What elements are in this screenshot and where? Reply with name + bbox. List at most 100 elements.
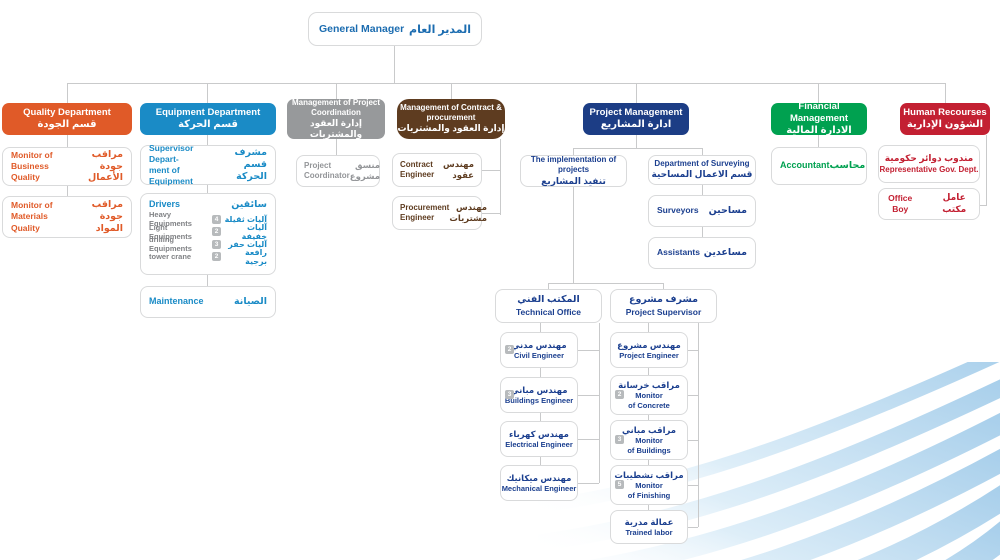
node-label-ar: مهندس مباني <box>510 384 568 395</box>
dept-label-en: Financial Management <box>789 100 849 124</box>
count-badge: 3 <box>615 435 624 444</box>
dept-label-en: Coordination <box>311 107 361 117</box>
connector <box>548 283 663 284</box>
dept-label-en: Management of Contract & <box>400 103 502 113</box>
dept-label-ar: قسم الجودة <box>37 118 97 130</box>
connector <box>688 395 698 396</box>
driver-row: tower crane 2 رافعة برجية <box>149 247 267 266</box>
node-label-en: The implementation of projects <box>530 154 617 175</box>
node-label-ar: مهندس ميكانيك <box>506 472 572 483</box>
dept-header-projects: Project Management ادارة المشاريع <box>583 103 689 135</box>
node-label-ar: الصيانة <box>234 296 267 308</box>
connector <box>540 368 541 377</box>
driver-row: Heavy Equipments 4 آليات ثقيلة <box>149 210 267 229</box>
node-label-en: Supervisor Depart-ment of Equipment <box>149 142 194 187</box>
node-label-en: Mechanical Engineer <box>501 483 577 493</box>
connector <box>67 83 945 84</box>
node-label-ar: مراقب خرسانة <box>618 379 680 390</box>
connector <box>67 135 68 147</box>
node-label-en: Representative Gov. Dept. <box>879 164 979 174</box>
connector <box>336 83 337 99</box>
node-label-en: Drivers <box>149 199 181 209</box>
connector <box>482 213 500 214</box>
connector <box>648 460 649 465</box>
node-technical-office: المكتب الفني Technical Office <box>495 289 602 323</box>
dept-header-coordination: Management of Project Coordination إدارة… <box>287 98 385 139</box>
node-label-en: Office Boy <box>888 192 913 214</box>
connector <box>207 275 208 286</box>
connector <box>67 83 68 103</box>
node-label-en: Surveyors <box>657 205 699 216</box>
connector <box>578 483 599 484</box>
node-label-ar: مهندس مدني <box>511 339 567 350</box>
node-label-en: General Manager <box>319 23 405 35</box>
connector <box>818 83 819 103</box>
connector <box>702 148 703 155</box>
count-badge: 4 <box>212 214 221 224</box>
dept-label-en: procurement <box>426 113 476 123</box>
connector <box>540 457 541 465</box>
node-label-en: Trained labor <box>625 527 673 537</box>
node-project-engineer: مهندس مشروع Project Engineer <box>610 332 688 368</box>
node-drivers: Drivers سائقين Heavy Equipments 4 آليات … <box>140 193 276 275</box>
connector <box>207 135 208 145</box>
connector <box>636 83 637 103</box>
connector <box>980 205 986 206</box>
connector <box>688 440 698 441</box>
dept-label-ar: إدارة العقود والمشتريات <box>397 123 505 134</box>
node-label-ar: عمالة مدربة <box>624 516 674 527</box>
connector <box>578 350 599 351</box>
dept-label-ar: ادارة المشاريع <box>600 118 672 130</box>
node-label-en: of Buildings <box>627 445 671 455</box>
count-badge: 5 <box>615 480 624 489</box>
node-buildings-engineer: 3 مهندس مباني Buildings Engineer <box>500 377 578 413</box>
connector <box>599 323 600 483</box>
connector <box>688 485 698 486</box>
node-civil-engineer: 2 مهندس مدني Civil Engineer <box>500 332 578 368</box>
dept-label-en: Human Recourses <box>903 106 987 118</box>
node-label-ar: مساعدين <box>703 247 747 259</box>
connector <box>698 323 699 527</box>
dept-header-quality: Quality Department قسم الجودة <box>2 103 132 135</box>
connector <box>207 185 208 193</box>
node-representative-gov-dept: مندوب دوائر حكومية Representative Gov. D… <box>878 145 980 183</box>
driver-row: drilling Equipments 3 آليات حفر <box>149 235 267 254</box>
dept-header-financial: Financial Management الادارة المالية <box>771 100 867 136</box>
connector <box>818 135 819 147</box>
node-label-en: Accountant <box>780 160 830 171</box>
node-accountant: Accountant محاسب <box>771 147 867 185</box>
node-label-ar: مساحين <box>708 205 747 217</box>
node-label-en: of Finishing <box>627 490 671 500</box>
connector <box>482 170 500 171</box>
node-label-ar: المدير العام <box>409 23 471 36</box>
wave-swoosh-graphic <box>538 362 1000 560</box>
dept-label-ar: إدارة العقود والمشتريات <box>309 117 363 139</box>
node-general-manager: General Manager المدير العام <box>308 12 482 46</box>
node-label-ar: المكتب الفني <box>517 294 580 306</box>
connector <box>394 46 395 83</box>
node-label-en: Electrical Engineer <box>505 439 573 449</box>
connector <box>207 83 208 103</box>
dept-label-ar: الادارة المالية <box>786 124 852 136</box>
node-label-en: Civil Engineer <box>513 350 564 360</box>
node-monitor-of-concrete: 2 مراقب خرسانة Monitor of Concrete <box>610 375 688 415</box>
dept-label-en: Project Management <box>589 106 683 118</box>
dept-header-hr: Human Recourses الشؤون الإدارية <box>900 103 990 135</box>
node-label-ar: تنفيذ المشاريع <box>541 175 606 186</box>
connector <box>548 283 549 289</box>
connector <box>451 83 452 99</box>
node-monitor-of-finishing: 5 مراقب تشطيبات Monitor of Finishing <box>610 465 688 505</box>
node-label-ar: مهندس مشروع <box>617 339 681 350</box>
dept-label-ar: قسم الحركة <box>178 118 238 130</box>
connector <box>573 187 574 283</box>
connector <box>336 139 337 155</box>
node-label-ar: قسم الاعمال المساحية <box>651 169 753 180</box>
